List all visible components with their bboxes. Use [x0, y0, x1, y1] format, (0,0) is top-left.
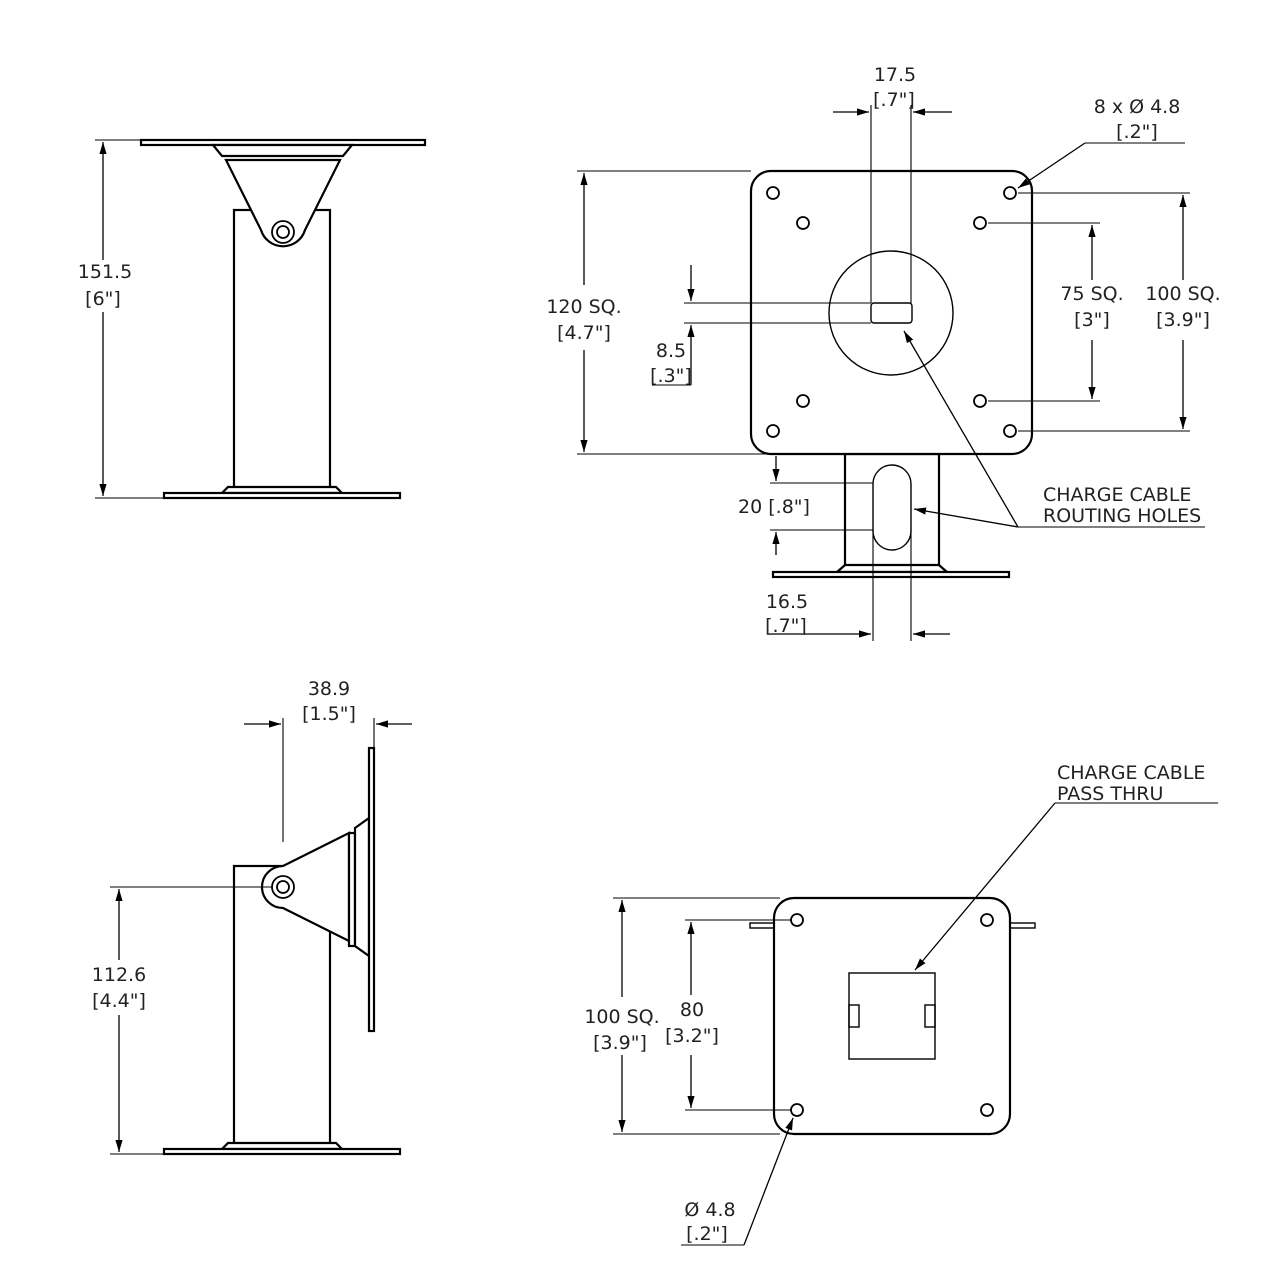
dim-base-100-sq-mm: 100 SQ.	[584, 1006, 659, 1028]
bottom-tab-left	[749, 922, 777, 929]
face-base-plate	[771, 570, 1011, 579]
dim-112-6-in: [4.4"]	[92, 990, 146, 1012]
vesa-plate	[749, 169, 1034, 456]
side-base-plate	[162, 1147, 402, 1156]
vesa100-hole	[1003, 186, 1017, 200]
dim-20-oval: 20 [.8"]	[738, 496, 810, 518]
dim-120-sq-mm: 120 SQ.	[546, 296, 621, 318]
base-hole	[790, 913, 804, 927]
dim-8-5-mm: 8.5	[656, 340, 686, 362]
dim-151-5-in: [6"]	[85, 288, 121, 310]
dim-17-5-mm: 17.5	[874, 64, 916, 86]
dim-holes-mm: 8 x Ø 4.8	[1094, 96, 1181, 118]
vesa100-hole	[1003, 424, 1017, 438]
dim-80-mm: 80	[680, 999, 704, 1021]
dim-75-sq-mm: 75 SQ.	[1060, 283, 1123, 305]
base-plate	[772, 896, 1012, 1136]
callout-pass-line2: PASS THRU	[1057, 783, 1163, 805]
side-column	[232, 864, 332, 1151]
dim-base-hole-in: [.2"]	[686, 1223, 728, 1245]
vesa75-hole	[973, 216, 987, 230]
vesa75-hole	[796, 394, 810, 408]
dim-17-5-in: [.7"]	[873, 89, 915, 111]
dim-8-5-in: [.3"]	[650, 365, 692, 387]
side-tilt-bracket	[260, 831, 351, 943]
cable-routing-oval	[872, 464, 912, 551]
front-top-adapter	[210, 143, 355, 158]
dim-16-5-in: [.7"]	[765, 615, 807, 637]
side-adapter-flare	[353, 815, 371, 959]
dim-100-sq-in: [3.9"]	[1156, 309, 1210, 331]
base-hole	[980, 913, 994, 927]
dim-base-100-sq-in: [3.9"]	[593, 1032, 647, 1054]
dim-120-sq-in: [4.7"]	[557, 322, 611, 344]
dim-holes-in: [.2"]	[1116, 121, 1158, 143]
dim-16-5-mm: 16.5	[766, 591, 808, 613]
plate-center-opening	[828, 250, 954, 376]
vesa75-hole	[973, 394, 987, 408]
dim-38-9-in: [1.5"]	[302, 703, 356, 725]
side-view: 38.9 [1.5"] 112.6 [4.4"]	[92, 678, 412, 1156]
pass-thru-clip	[848, 1004, 860, 1028]
dim-80-in: [3.2"]	[665, 1025, 719, 1047]
dim-112-6-mm: 112.6	[92, 964, 146, 986]
callout-pass-line1: CHARGE CABLE	[1057, 762, 1205, 784]
dim-75-sq-in: [3"]	[1074, 309, 1110, 331]
face-column	[843, 452, 941, 574]
dim-base-hole-mm: Ø 4.8	[684, 1199, 735, 1221]
vesa100-hole	[766, 424, 780, 438]
dim-38-9-mm: 38.9	[308, 678, 350, 700]
front-tilt-bracket	[224, 158, 342, 248]
bottom-tab-right	[1008, 922, 1036, 929]
front-base-plate	[162, 491, 402, 500]
vesa100-hole	[766, 186, 780, 200]
pass-thru-clip	[924, 1004, 936, 1028]
side-vesa-plate	[367, 746, 376, 1033]
front-pivot-bolt	[276, 225, 290, 239]
dim-100-sq-mm: 100 SQ.	[1145, 283, 1220, 305]
base-hole	[980, 1103, 994, 1117]
side-pivot-bolt	[276, 880, 290, 894]
callout-routing-line1: CHARGE CABLE	[1043, 484, 1191, 506]
front-view: 151.5 [6"]	[78, 138, 427, 500]
face-view: 17.5 [.7"] 8 x Ø 4.8 [.2"] 120 SQ. [4.7"…	[546, 64, 1221, 641]
vesa75-hole	[796, 216, 810, 230]
base-hole	[790, 1103, 804, 1117]
dim-151-5-mm: 151.5	[78, 261, 132, 283]
bottom-view: 100 SQ. [3.9"] 80 [3.2"] Ø 4.8 [.2"] CHA…	[584, 762, 1218, 1246]
front-column	[232, 208, 332, 495]
cable-routing-slot	[870, 302, 913, 324]
callout-routing-line2: ROUTING HOLES	[1043, 505, 1201, 527]
